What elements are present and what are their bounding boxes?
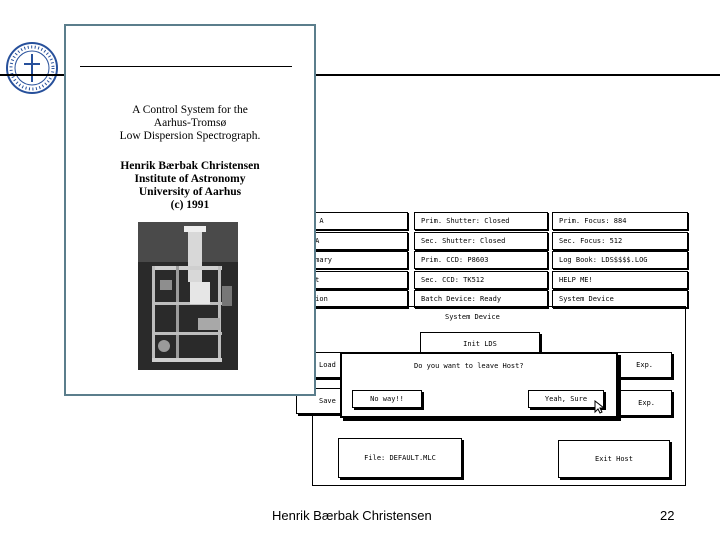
author-line: Henrik Bærbak Christensen — [120, 160, 260, 172]
spectrograph-photo — [138, 222, 238, 370]
system-device-button[interactable]: System Device — [552, 290, 688, 308]
status-cell: Prim. CCD: P8603 — [414, 251, 548, 269]
control-system-screenshot: rism: 6700 A Prim. Shutter: Closed Prim.… — [266, 208, 690, 496]
status-cell: Sec. CCD: TK512 — [414, 271, 548, 289]
help-button[interactable]: HELP ME! — [552, 271, 688, 289]
dialog-question: Do you want to leave Host? — [414, 362, 524, 370]
no-button[interactable]: No way!! — [352, 390, 422, 408]
leave-host-dialog: Do you want to leave Host? No way!! Yeah… — [340, 352, 618, 418]
exp-button-2[interactable]: Exp. — [610, 390, 672, 416]
author-line: Institute of Astronomy — [134, 173, 246, 185]
status-cell: Batch Device: Ready — [414, 290, 548, 308]
status-cell: Prim. Focus: 884 — [552, 212, 688, 230]
header-rule — [0, 74, 720, 76]
mouse-pointer-icon — [594, 400, 604, 414]
title-line: A Control System for the — [132, 104, 248, 116]
author-line: University of Aarhus — [138, 186, 242, 198]
title-line: Aarhus-Tromsø — [153, 117, 227, 129]
status-cell: Sec. Focus: 512 — [552, 232, 688, 250]
status-cell: Log Book: LDS$$$$.LOG — [552, 251, 688, 269]
status-cell: Prim. Shutter: Closed — [414, 212, 548, 230]
title-line: Low Dispersion Spectrograph. — [119, 130, 261, 142]
yes-button[interactable]: Yeah, Sure — [528, 390, 604, 408]
author-block: Henrik Bærbak Christensen Institute of A… — [76, 160, 304, 212]
author-line: (c) 1991 — [170, 199, 210, 211]
panel-title: System Device — [445, 313, 500, 321]
title-page-card: A Control System for the Aarhus-Tromsø L… — [64, 24, 316, 396]
file-button[interactable]: File: DEFAULT.MLC — [338, 438, 462, 478]
status-cell: Sec. Shutter: Closed — [414, 232, 548, 250]
page-number: 22 — [660, 508, 675, 523]
title-block: A Control System for the Aarhus-Tromsø L… — [76, 104, 304, 143]
exp-button-1[interactable]: Exp. — [610, 352, 672, 378]
exit-host-button[interactable]: Exit Host — [558, 440, 670, 478]
university-seal-icon — [6, 42, 58, 94]
footer-author: Henrik Bærbak Christensen — [272, 508, 432, 523]
title-rule — [80, 66, 292, 67]
